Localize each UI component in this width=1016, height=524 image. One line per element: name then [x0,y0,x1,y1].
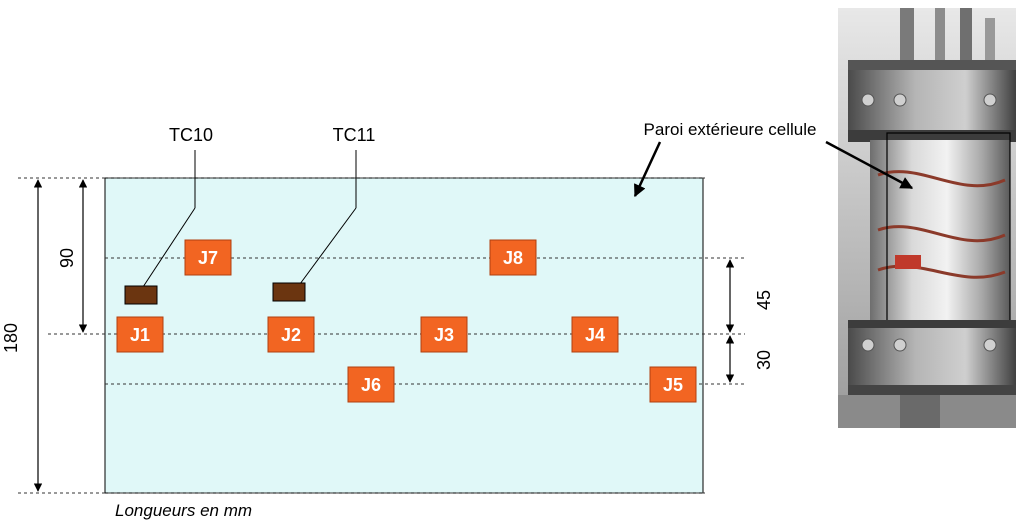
wall-label: Paroi extérieure cellule [644,120,817,139]
gauge-j2: J2 [267,316,315,353]
gauge-j5: J5 [649,366,697,403]
cell-photo [838,8,1016,428]
units-caption: Longueurs en mm [115,501,252,520]
dim-45-label: 45 [754,290,774,310]
tc11-leader-diag [299,207,357,285]
svg-text:J6: J6 [361,375,381,395]
tc11-sensor [272,282,306,302]
svg-text:J5: J5 [663,375,683,395]
tc10-label: TC10 [169,125,213,145]
svg-text:J1: J1 [130,325,150,345]
tc10-leader-diag [142,207,196,288]
gauge-j4: J4 [571,316,619,353]
svg-text:J2: J2 [281,325,301,345]
svg-text:J4: J4 [585,325,605,345]
gauge-j7: J7 [184,239,232,276]
svg-text:J7: J7 [198,248,218,268]
tc10-sensor [124,285,158,305]
wall-arrow-right [825,140,914,190]
gauge-j8: J8 [489,239,537,276]
gauge-j1: J1 [116,316,164,353]
wall-arrow-left [633,141,662,198]
thermocouple-tc11: TC11 [272,125,376,302]
svg-text:J3: J3 [434,325,454,345]
gauge-j6: J6 [347,366,395,403]
svg-text:J8: J8 [503,248,523,268]
dim-90-label: 90 [57,248,77,268]
gauge-j3: J3 [420,316,468,353]
reference-lines [18,177,745,494]
dimension-arrows [33,179,735,492]
dim-180-label: 180 [1,323,21,353]
tc11-label: TC11 [333,125,376,145]
dim-30-label: 30 [754,350,774,370]
thermocouple-tc10: TC10 [124,125,213,305]
